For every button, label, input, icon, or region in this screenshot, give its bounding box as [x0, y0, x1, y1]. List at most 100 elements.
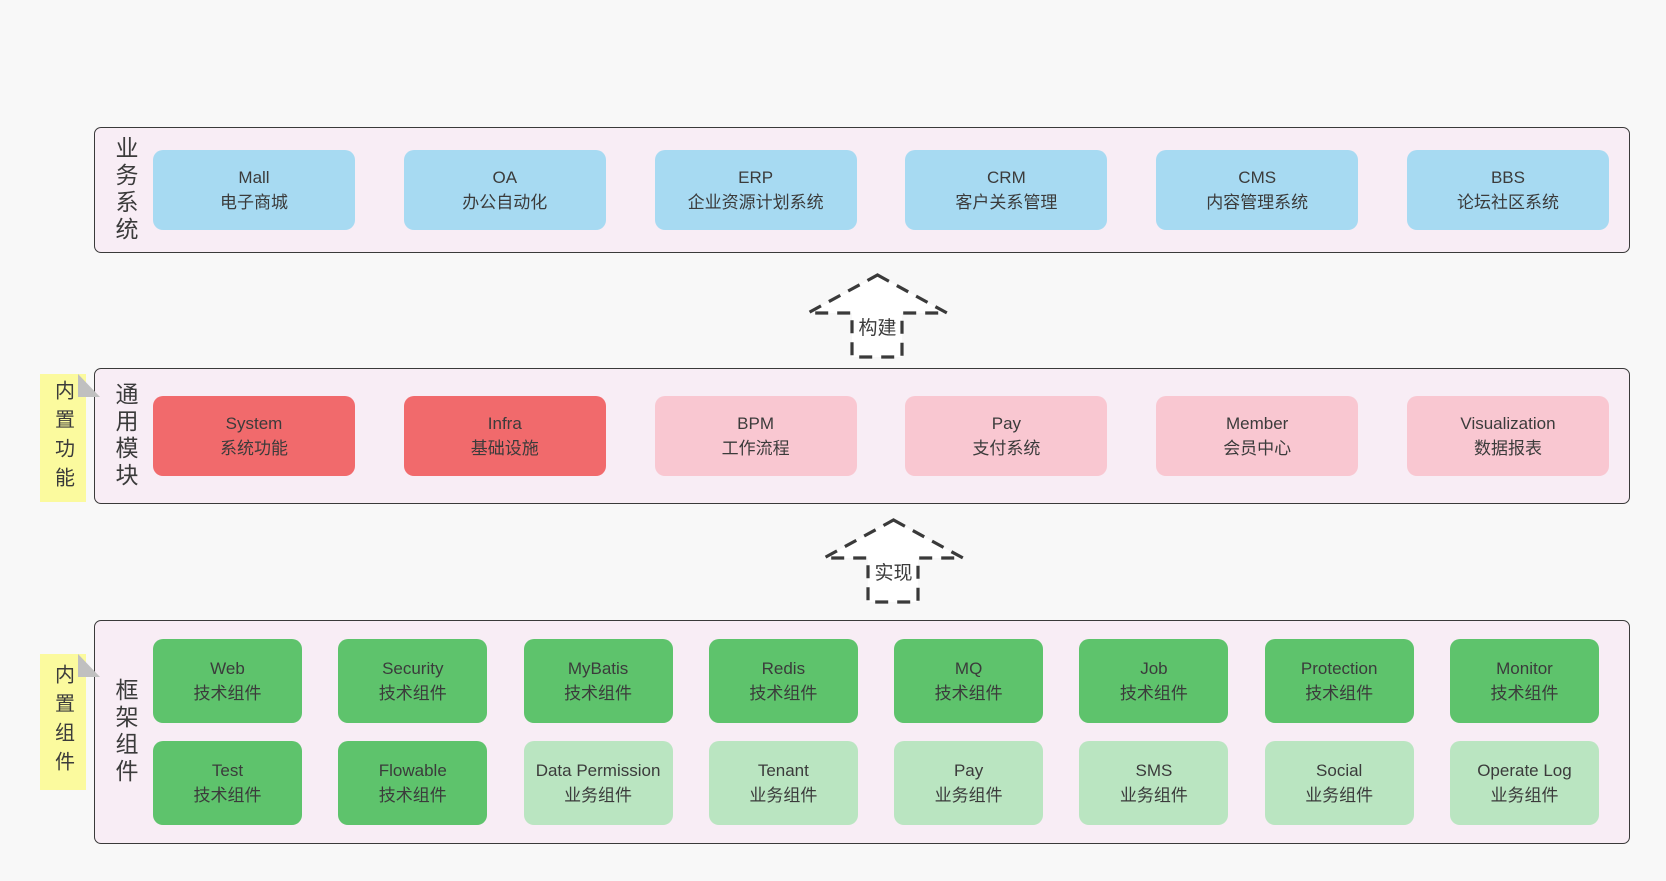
box-title: Mall	[238, 168, 270, 187]
box-subtitle: 支付系统	[972, 439, 1041, 458]
box-pay: Pay 业务组件	[894, 741, 1044, 825]
box-pay: Pay 支付系统	[905, 396, 1108, 476]
box-subtitle: 内容管理系统	[1206, 193, 1309, 212]
box-title: BPM	[737, 414, 775, 433]
arrow-implement: 实现	[822, 518, 965, 604]
box-title: MyBatis	[567, 659, 629, 678]
box-title: MQ	[954, 659, 983, 678]
box-subtitle: 客户关系管理	[955, 193, 1058, 212]
box-title: Social	[1316, 761, 1363, 780]
box-protection: Protection 技术组件	[1264, 639, 1414, 723]
box-title: CMS	[1238, 168, 1277, 187]
box-mq: MQ 技术组件	[894, 639, 1044, 723]
tier-common-modules-label: 通用模块	[112, 382, 138, 490]
box-title: Visualization	[1460, 414, 1556, 433]
box-subtitle: 业务组件	[1490, 786, 1559, 805]
tier-business-systems: 业务系统 Mall 电子商城 OA 办公自动化 ERP 企业资源计划系统 CRM 客户关系管理…	[94, 127, 1630, 253]
box-subtitle: 电子商城	[220, 193, 288, 212]
arrow-build-label: 构建	[856, 313, 899, 340]
tab-built-in-components: 内置组件	[40, 654, 100, 790]
tier-business-systems-label: 业务系统	[112, 136, 138, 244]
box-cms: CMS 内容管理系统	[1156, 150, 1359, 230]
box-subtitle: 企业资源计划系统	[687, 193, 824, 212]
box-subtitle: 技术组件	[749, 684, 818, 703]
box-subtitle: 业务组件	[749, 786, 818, 805]
box-subtitle: 业务组件	[934, 786, 1003, 805]
box-security: Security 技术组件	[338, 639, 488, 723]
box-subtitle: 办公自动化	[462, 193, 548, 212]
tab-built-in-components-label: 内置组件	[51, 664, 74, 780]
arrow-build: 构建	[806, 273, 949, 359]
box-title: Member	[1226, 414, 1289, 433]
box-title: OA	[492, 168, 518, 187]
box-oa: OA 办公自动化	[403, 150, 606, 230]
box-subtitle: 论坛社区系统	[1456, 193, 1559, 212]
box-subtitle: 技术组件	[378, 684, 447, 703]
box-row: Mall 电子商城 OA 办公自动化 ERP 企业资源计划系统 CRM 客户关系管理 CMS 内容…	[153, 150, 1609, 230]
box-subtitle: 技术组件	[193, 786, 262, 805]
box-subtitle: 会员中心	[1223, 439, 1292, 458]
box-title: Operate Log	[1477, 761, 1572, 780]
box-subtitle: 技术组件	[1305, 684, 1374, 703]
box-crm: CRM 客户关系管理	[905, 150, 1108, 230]
box-bpm: BPM 工作流程	[654, 396, 857, 476]
box-operate-log: Operate Log 业务组件	[1449, 741, 1599, 825]
box-title: Flowable	[378, 761, 447, 780]
box-title: Data Permission	[535, 761, 661, 780]
box-sms: SMS 业务组件	[1079, 741, 1229, 825]
box-subtitle: 技术组件	[564, 684, 633, 703]
box-web: Web 技术组件	[153, 639, 302, 723]
box-monitor: Monitor 技术组件	[1449, 639, 1599, 723]
box-erp: ERP 企业资源计划系统	[654, 150, 857, 230]
box-title: Job	[1140, 659, 1168, 678]
box-infra: Infra 基础设施	[403, 396, 606, 476]
box-subtitle: 技术组件	[378, 786, 447, 805]
box-tenant: Tenant 业务组件	[708, 741, 858, 825]
tab-built-in-features-label: 内置功能	[51, 380, 74, 496]
box-title: SMS	[1135, 761, 1173, 780]
box-subtitle: 基础设施	[470, 439, 539, 458]
box-redis: Redis 技术组件	[708, 639, 858, 723]
box-title: Tenant	[757, 761, 809, 780]
box-subtitle: 工作流程	[721, 439, 790, 458]
box-flowable: Flowable 技术组件	[338, 741, 488, 825]
box-subtitle: 业务组件	[564, 786, 633, 805]
box-bbs: BBS 论坛社区系统	[1406, 150, 1609, 230]
box-subtitle: 技术组件	[193, 684, 262, 703]
box-title: Security	[382, 659, 444, 678]
box-title: Protection	[1300, 659, 1378, 678]
arrow-implement-label: 实现	[872, 558, 915, 585]
box-title: Pay	[953, 761, 984, 780]
box-data-permission: Data Permission 业务组件	[523, 741, 673, 825]
box-mall: Mall 电子商城	[153, 150, 355, 230]
box-title: Web	[210, 659, 245, 678]
box-title: Redis	[761, 659, 806, 678]
box-title: Monitor	[1496, 659, 1553, 678]
box-title: Infra	[487, 414, 522, 433]
box-subtitle: 技术组件	[1119, 684, 1188, 703]
box-subtitle: 业务组件	[1305, 786, 1374, 805]
box-subtitle: 技术组件	[1490, 684, 1559, 703]
box-subtitle: 业务组件	[1119, 786, 1188, 805]
box-member: Member 会员中心	[1156, 396, 1359, 476]
box-title: CRM	[987, 168, 1026, 187]
box-title: System	[225, 414, 283, 433]
box-job: Job 技术组件	[1079, 639, 1229, 723]
box-title: ERP	[738, 168, 774, 187]
box-title: Pay	[991, 414, 1022, 433]
box-title: BBS	[1490, 168, 1525, 187]
box-subtitle: 技术组件	[934, 684, 1003, 703]
tier-framework-components-label: 框架组件	[112, 678, 138, 786]
box-social: Social 业务组件	[1264, 741, 1414, 825]
